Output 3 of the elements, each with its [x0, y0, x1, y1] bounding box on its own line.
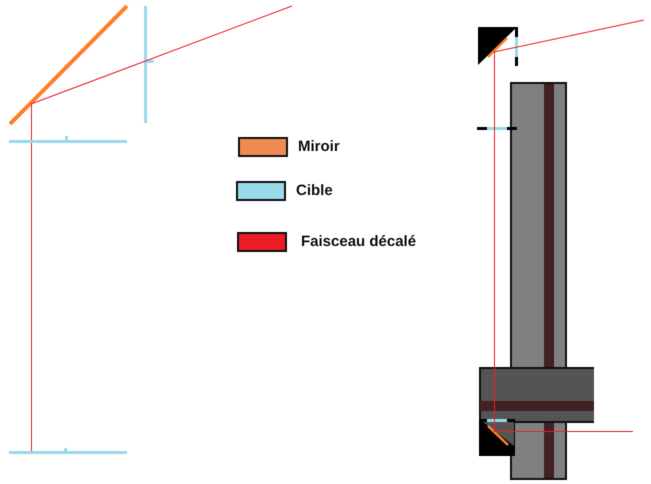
legend-label: Faisceau décalé — [301, 233, 416, 251]
legend-label: Cible — [296, 182, 333, 200]
legend-label: Miroir — [298, 138, 340, 156]
